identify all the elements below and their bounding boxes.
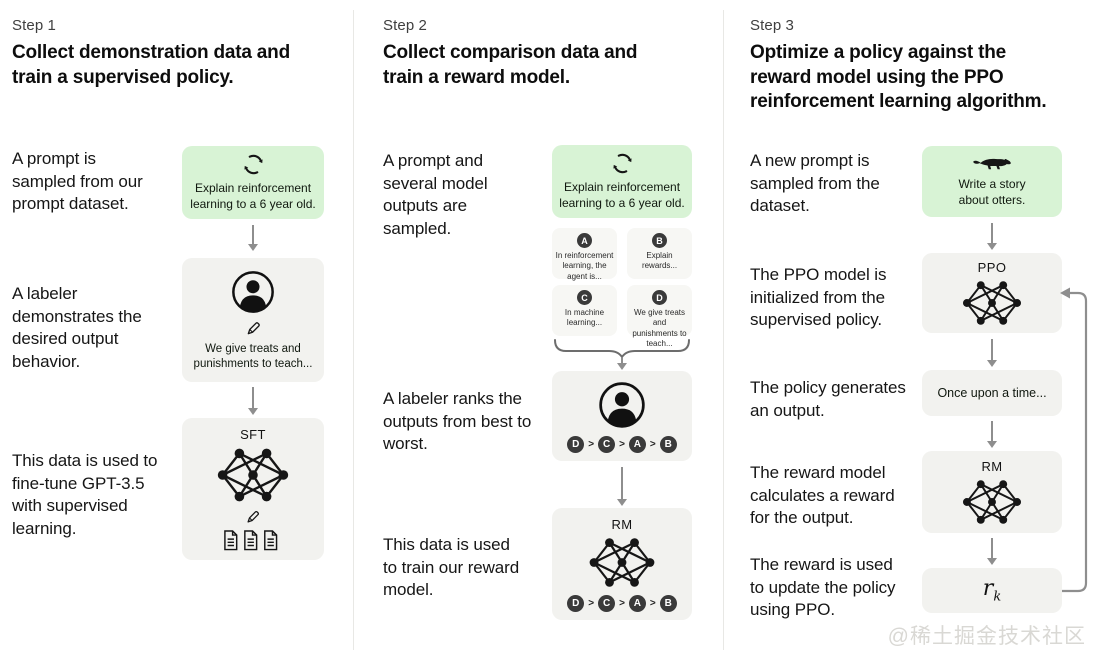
step2-prompt-box: Explain reinforcement learning to a 6 ye… bbox=[552, 145, 692, 218]
step3-output-box-label: Once upon a time... bbox=[937, 385, 1047, 400]
step2-text-labeler: A labeler ranks the outputs from best to… bbox=[383, 389, 532, 454]
refresh-cycle-icon bbox=[610, 151, 635, 176]
watermark: @稀土掘金技术社区 bbox=[887, 625, 1086, 648]
arrow-down bbox=[616, 467, 627, 506]
pencil-icon bbox=[244, 319, 263, 338]
arrow-down bbox=[986, 538, 997, 565]
output-text-c: In machine learning... bbox=[564, 308, 605, 328]
rank-chip: B bbox=[659, 435, 677, 453]
sft-label: SFT bbox=[240, 427, 266, 442]
step3-label: Step 3 bbox=[750, 17, 794, 34]
labeler-person-icon bbox=[230, 269, 276, 315]
arrow-down bbox=[247, 387, 258, 415]
step3-text-prompt: A new prompt is sampled from the dataset… bbox=[750, 151, 880, 216]
step3-title: Optimize a policy against the reward mod… bbox=[750, 42, 1047, 113]
rank-separator: > bbox=[588, 597, 595, 609]
step1-sft-box: SFT bbox=[182, 418, 324, 560]
brace-connector bbox=[554, 339, 690, 359]
step2-title: Collect comparison data and train a rewa… bbox=[383, 42, 638, 88]
arrow-down bbox=[986, 339, 997, 367]
otter-icon bbox=[972, 155, 1012, 173]
output-box-d: D We give treats and punishments to teac… bbox=[627, 285, 692, 348]
rank-chip: D bbox=[567, 435, 585, 453]
rank-chip: C bbox=[598, 435, 616, 453]
step1-text-labeler: A labeler demonstrates the desired outpu… bbox=[12, 284, 142, 371]
step2-ranking-box: D > C > A > B bbox=[552, 371, 692, 461]
rm-label: RM bbox=[611, 516, 633, 532]
column-divider bbox=[353, 10, 354, 650]
step1-labeler-box-label: We give treats and punishments to teach.… bbox=[193, 342, 313, 370]
ranking-row: D > C > A > B bbox=[567, 435, 677, 453]
rank-chip: B bbox=[659, 594, 677, 612]
labeler-person-icon bbox=[597, 380, 647, 430]
output-box-a: A In reinforcement learning, the agent i… bbox=[552, 228, 617, 281]
rank-separator: > bbox=[649, 597, 656, 609]
pencil-icon bbox=[244, 508, 262, 526]
arrow-down bbox=[247, 225, 258, 251]
output-box-c: C In machine learning... bbox=[552, 285, 617, 336]
step3-prompt-box-label: Write a story about otters. bbox=[958, 176, 1026, 207]
step3-prompt-box: Write a story about otters. bbox=[922, 146, 1062, 217]
output-box-b: B Explain rewards... bbox=[627, 228, 692, 279]
step3-text-update: The reward is used to update the policy … bbox=[750, 555, 896, 620]
step1-text-prompt: A prompt is sampled from our prompt data… bbox=[12, 149, 143, 214]
step1-title: Collect demonstration data and train a s… bbox=[12, 42, 290, 88]
step1-labeler-box: We give treats and punishments to teach.… bbox=[182, 258, 324, 382]
rank-chip: A bbox=[628, 435, 646, 453]
refresh-cycle-icon bbox=[241, 152, 266, 177]
ranking-row: D > C > A > B bbox=[567, 594, 677, 612]
rank-chip: C bbox=[598, 594, 616, 612]
feedback-loop-arrow bbox=[1060, 287, 1088, 593]
rank-separator: > bbox=[619, 438, 625, 450]
rm-label: RM bbox=[981, 458, 1003, 474]
step3-rm-box: RM bbox=[922, 451, 1062, 533]
step1-prompt-box: Explain reinforcement learning to a 6 ye… bbox=[182, 146, 324, 219]
output-chip-d: D bbox=[652, 290, 667, 305]
step1-label: Step 1 bbox=[12, 17, 56, 34]
step2-prompt-box-label: Explain reinforcement learning to a 6 ye… bbox=[559, 180, 685, 210]
output-text-a: In reinforcement learning, the agent is.… bbox=[555, 251, 614, 281]
rank-chip: D bbox=[567, 594, 585, 612]
arrow-down bbox=[986, 223, 997, 250]
step2-label: Step 2 bbox=[383, 17, 427, 34]
column-divider bbox=[723, 10, 724, 650]
step3-ppo-box: PPO bbox=[922, 253, 1062, 333]
step3-text-output: The policy generates an output. bbox=[750, 378, 906, 420]
step3-reward-box: rk bbox=[922, 568, 1062, 613]
neural-network-icon bbox=[585, 536, 659, 589]
neural-network-icon bbox=[213, 446, 293, 504]
rank-separator: > bbox=[588, 438, 595, 450]
neural-network-icon bbox=[959, 478, 1025, 526]
output-chip-c: C bbox=[577, 290, 592, 305]
ppo-label: PPO bbox=[977, 259, 1007, 275]
step2-text-data: This data is used to train our reward mo… bbox=[383, 535, 520, 600]
output-chip-a: A bbox=[577, 233, 592, 248]
arrow-down bbox=[616, 358, 627, 370]
arrow-down bbox=[986, 421, 997, 448]
step3-text-init: The PPO model is initialized from the su… bbox=[750, 265, 887, 330]
step2-rm-box: RM D > C > A > B bbox=[552, 508, 692, 620]
documents-icon bbox=[224, 530, 282, 551]
output-text-b: Explain rewards... bbox=[641, 251, 678, 271]
step3-text-reward: The reward model calculates a reward for… bbox=[750, 463, 895, 528]
output-text-d: We give treats and punishments to teach.… bbox=[632, 308, 687, 349]
step1-text-data: This data is used to fine-tune GPT-3.5 w… bbox=[12, 451, 158, 538]
rank-separator: > bbox=[619, 597, 625, 609]
step3-output-box: Once upon a time... bbox=[922, 370, 1062, 416]
neural-network-icon bbox=[959, 279, 1025, 327]
step2-text-prompt: A prompt and several model outputs are s… bbox=[383, 151, 488, 238]
output-chip-b: B bbox=[652, 233, 667, 248]
step1-prompt-box-label: Explain reinforcement learning to a 6 ye… bbox=[190, 181, 316, 211]
rank-separator: > bbox=[649, 438, 656, 450]
rank-chip: A bbox=[628, 594, 646, 612]
reward-symbol: rk bbox=[982, 576, 1002, 605]
